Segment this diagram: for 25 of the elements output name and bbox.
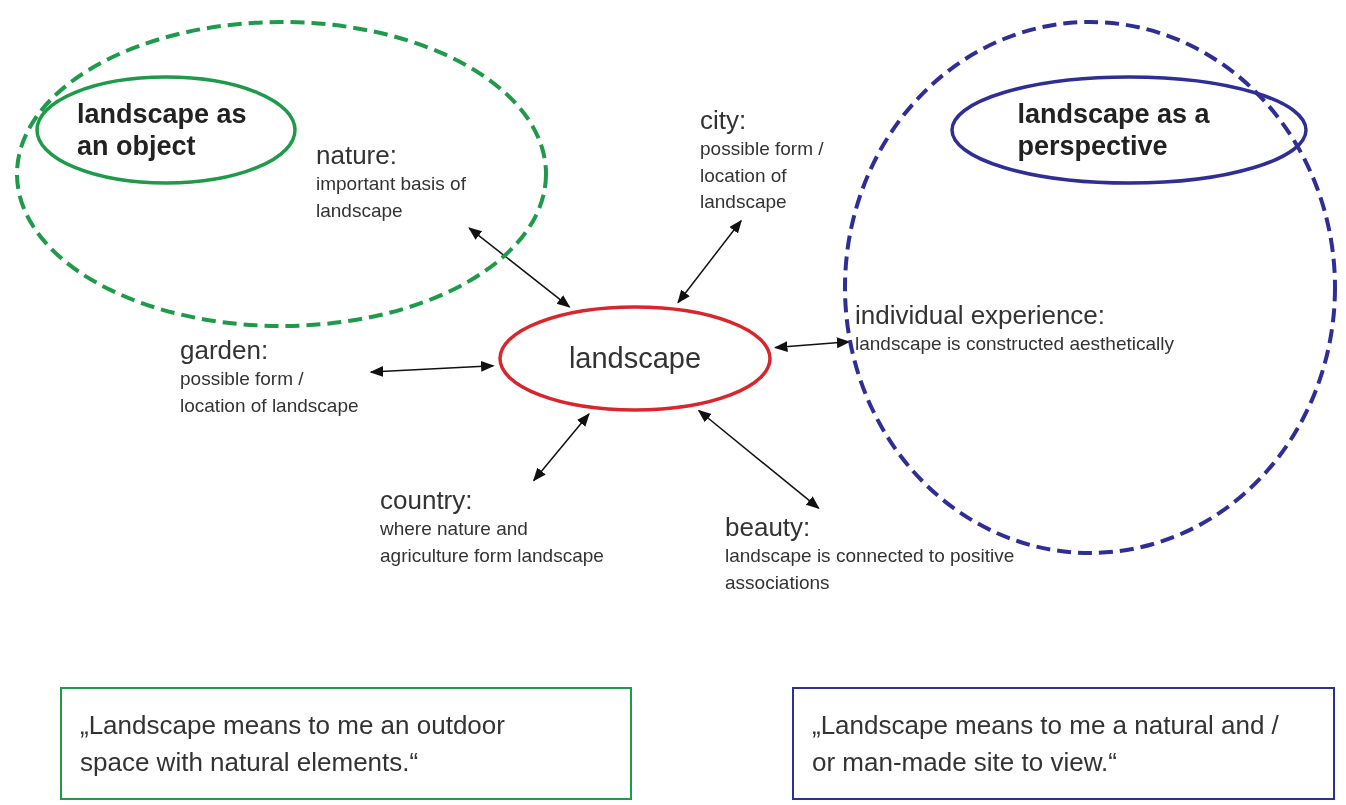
concept-heading: individual experience:: [855, 300, 1106, 332]
double-arrow: [697, 409, 820, 510]
concept-heading: beauty:: [725, 512, 811, 544]
concept-description: landscape is connected to positive associations: [725, 544, 1016, 595]
ellipse-label: landscape: [568, 342, 702, 375]
concept-heading: garden:: [180, 335, 269, 367]
concept-heading: country:: [380, 485, 473, 517]
quote-text: „Landscape means to me an outdoor space with natural elements.“: [80, 709, 506, 779]
concept-description: important basis of landscape: [316, 172, 467, 223]
concept-description: where nature and agriculture form landscape: [380, 517, 605, 568]
ellipse-label: landscape as a perspective: [1016, 97, 1211, 163]
quote-text: „Landscape means to me a natural and / or man-made site to view.“: [812, 709, 1280, 779]
concept-description: possible form / location of landscape: [180, 367, 360, 418]
concept-description: possible form / location of landscape: [700, 137, 825, 215]
ellipse-label: landscape as an object: [76, 97, 248, 163]
double-arrow: [532, 412, 590, 482]
concept-heading: city:: [700, 105, 747, 137]
concept-description: landscape is constructed aesthetically: [855, 332, 1174, 357]
double-arrow: [468, 227, 571, 308]
quote-box: [792, 687, 1335, 800]
double-arrow: [369, 361, 495, 377]
double-arrow: [773, 337, 851, 353]
double-arrow: [677, 219, 742, 304]
concept-heading: nature:: [316, 140, 397, 172]
quote-box: [60, 687, 632, 800]
